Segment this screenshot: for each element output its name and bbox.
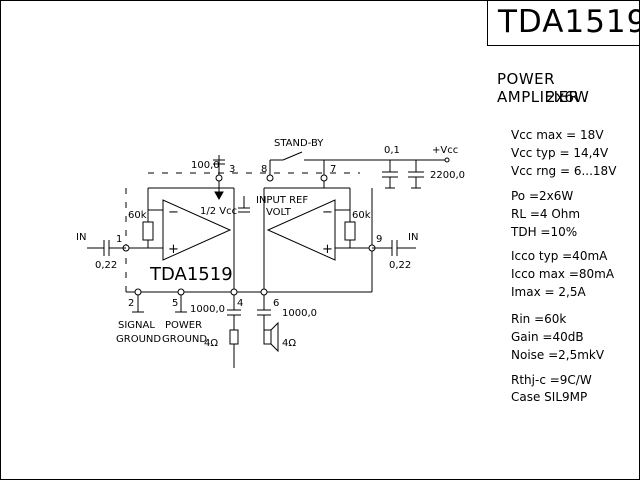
left-input-cap-label: 0,22 [95, 260, 117, 271]
vcc-half-label: 1/2 Vcc [200, 206, 237, 217]
pin-2-node [134, 288, 142, 296]
cap-2200-label: 2200,0 [430, 170, 465, 181]
volt-label: VOLT [266, 207, 292, 218]
right-opamp-plus: + [322, 242, 333, 257]
right-input-cap-label: 0,22 [389, 260, 411, 271]
left-opamp-minus: − [168, 205, 179, 220]
pin-7-label: 7 [330, 164, 336, 175]
right-output-cap-label: 1000,0 [282, 308, 317, 319]
pin-4-label: 4 [237, 298, 243, 309]
spec-icco-typ: Icco typ =40mA [511, 249, 608, 263]
left-speaker-label: 4Ω [204, 338, 218, 349]
pin-3-cap-label: 100,0 [191, 160, 220, 171]
right-feedback-resistor [344, 221, 356, 241]
spec-icco-max: Icco max =80mA [511, 267, 615, 281]
vcc-label: +Vcc [432, 145, 458, 156]
spec-rthj: Rthj-c =9C/W [511, 373, 592, 387]
cap-01-label: 0,1 [384, 145, 400, 156]
subtitle-power-amplifier: POWER AMPLIFIER [497, 70, 580, 106]
spec-gain: Gain =40dB [511, 330, 584, 344]
pin-8-label: 8 [261, 164, 267, 175]
pin-9-label: 9 [376, 234, 382, 245]
pin-8-node [266, 174, 274, 182]
signal-ground-label-2: GROUND [116, 334, 161, 345]
left-speaker-symbol [229, 329, 239, 345]
right-speaker-symbol [263, 329, 272, 345]
right-opamp [266, 199, 336, 261]
pin-3-label: 3 [229, 164, 235, 175]
pin-7-node [320, 174, 328, 182]
chip-label: TDA1519 [149, 264, 233, 285]
right-speaker-cone [270, 321, 279, 353]
right-opamp-minus: − [322, 205, 333, 220]
pin-5-node [177, 288, 185, 296]
pin-6-label: 6 [273, 298, 279, 309]
power-ground-label-2: GROUND [162, 334, 207, 345]
input-ref-label: INPUT REF [256, 195, 308, 206]
spec-vcc-typ: Vcc typ = 14,4V [511, 146, 609, 160]
spec-po: Po =2x6W [511, 189, 574, 203]
subtitle-output-power: 2x6W [546, 88, 589, 106]
pin-1-label: 1 [116, 234, 122, 245]
spec-vcc-max: Vcc max = 18V [511, 128, 604, 142]
standby-switch [282, 151, 303, 161]
right-input-label: IN [408, 232, 418, 243]
left-output-cap-label: 1000,0 [190, 304, 225, 315]
pin-4-node [230, 288, 238, 296]
left-resistor-label: 60k [128, 210, 147, 221]
left-feedback-resistor [142, 221, 154, 241]
title-box [487, 0, 639, 46]
ic-outline [125, 172, 360, 292]
spec-thd: TDH =10% [511, 225, 578, 239]
right-resistor-label: 60k [352, 210, 371, 221]
left-opamp-plus: + [168, 242, 179, 257]
spec-vcc-range: Vcc rng = 6...18V [511, 164, 617, 178]
pin-2-label: 2 [128, 298, 134, 309]
right-speaker-label: 4Ω [282, 338, 296, 349]
spec-rin: Rin =60k [511, 312, 567, 326]
vcc-terminal [444, 157, 450, 163]
left-input-label: IN [76, 232, 86, 243]
power-ground-label-1: POWER [165, 320, 202, 331]
part-number-title: TDA1519 [498, 4, 640, 40]
spec-case: Case SIL9MP [511, 390, 588, 404]
standby-label: STAND-BY [274, 138, 324, 149]
spec-noise: Noise =2,5mkV [511, 348, 605, 362]
signal-ground-label-1: SIGNAL [118, 320, 155, 331]
pin-3-arrow [214, 191, 224, 201]
pin-6-node [260, 288, 268, 296]
pin-5-label: 5 [172, 298, 178, 309]
left-opamp [162, 199, 232, 261]
spec-imax: Imax = 2,5A [511, 285, 586, 299]
pin-3-node [215, 174, 223, 182]
spec-rl: RL =4 Ohm [511, 207, 581, 221]
